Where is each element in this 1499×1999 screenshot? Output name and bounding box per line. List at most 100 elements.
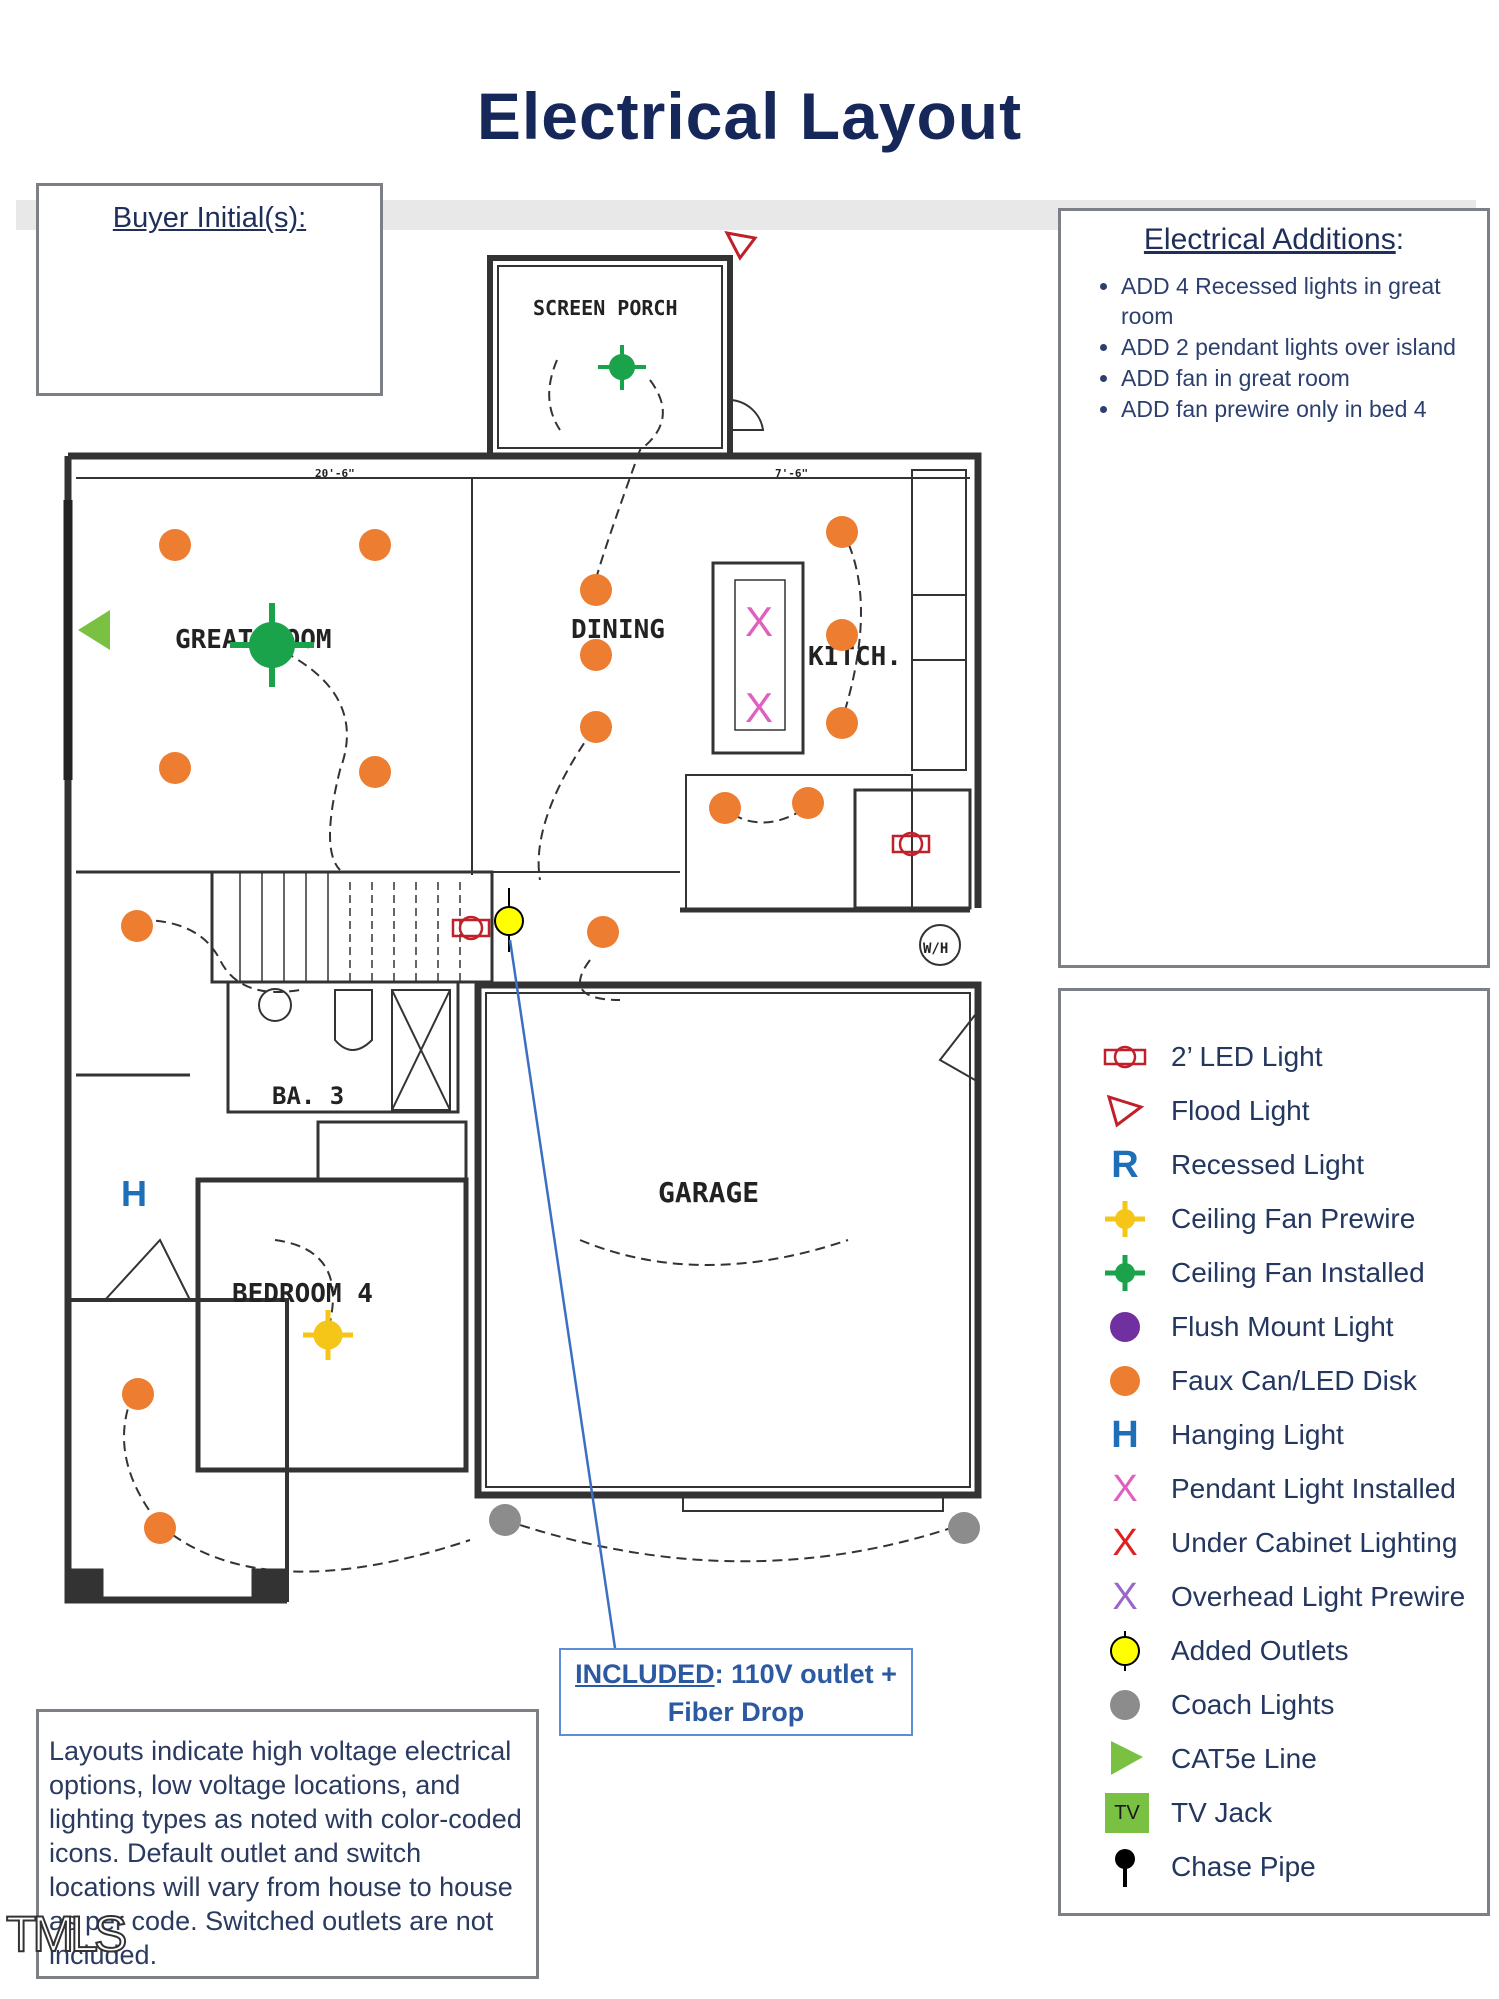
electrical-additions-title: Electrical Additions: [1143, 223, 1396, 256]
legend-label: Under Cabinet Lighting: [1171, 1527, 1458, 1558]
ceiling-fan-installed-icon: [230, 603, 314, 687]
faux-can-icon: [792, 787, 824, 819]
legend-item-added-outlets: Added Outlets: [1061, 1631, 1487, 1671]
led-light-icon: [1103, 1045, 1147, 1069]
room-label-bath: BA. 3: [272, 1082, 344, 1110]
cat5e-line-icon: [1111, 1741, 1143, 1775]
hanging-light-icon: H: [1111, 1414, 1139, 1456]
legend-item-recessed-light: R Recessed Light: [1061, 1145, 1487, 1185]
led-light-icon: [451, 915, 491, 941]
led-light-icon: [891, 831, 931, 857]
legend-item-coach-lights: Coach Lights: [1061, 1685, 1487, 1725]
legend-label: Coach Lights: [1171, 1689, 1335, 1720]
legend-label: Added Outlets: [1171, 1635, 1349, 1666]
legend-item-overhead-prewire: X Overhead Light Prewire: [1061, 1577, 1487, 1617]
legend-label: CAT5e Line: [1171, 1743, 1317, 1774]
legend-item-pendant-light: X Pendant Light Installed: [1061, 1469, 1487, 1509]
hanging-light-icon: H: [121, 1173, 147, 1214]
faux-can-led-disk-icon: [1110, 1366, 1140, 1396]
layout-note-text: Layouts indicate high voltage electrical…: [49, 1736, 522, 1970]
cat5e-line-icon: [78, 610, 110, 650]
room-label-wh: W/H: [923, 941, 948, 957]
list-item: ADD fan prewire only in bed 4: [1121, 394, 1487, 424]
chase-pipe-icon: [1115, 1849, 1135, 1887]
legend-label: Hanging Light: [1171, 1419, 1344, 1450]
legend-label: Ceiling Fan Prewire: [1171, 1203, 1416, 1234]
legend-item-flush-mount-light: Flush Mount Light: [1061, 1307, 1487, 1347]
page-title: Electrical Layout: [476, 79, 1023, 153]
room-label-bedroom: BEDROOM 4: [232, 1279, 373, 1309]
buyer-initials-box: Buyer Initial(s):: [36, 183, 383, 396]
added-outlet-icon: [494, 888, 524, 952]
electrical-additions-colon: :: [1395, 223, 1405, 256]
faux-can-icon: [580, 639, 612, 671]
list-item: ADD 4 Recessed lights in great room: [1121, 271, 1487, 331]
legend-label: 2’ LED Light: [1171, 1041, 1323, 1072]
faux-can-icon: [826, 707, 858, 739]
faux-can-icon: [580, 574, 612, 606]
legend-item-flood-light: Flood Light: [1061, 1091, 1487, 1131]
legend-label: Chase Pipe: [1171, 1851, 1316, 1882]
legend-label: Faux Can/LED Disk: [1171, 1365, 1417, 1396]
legend-label: Flood Light: [1171, 1095, 1310, 1126]
ceiling-fan-prewire-icon: [1105, 1201, 1145, 1237]
legend-label: TV Jack: [1171, 1797, 1273, 1828]
electrical-additions-heading: Electrical Additions:: [1061, 223, 1487, 257]
faux-can-markers: [121, 516, 858, 1544]
tv-jack-icon: TV: [1105, 1793, 1149, 1833]
legend-item-cat5e: CAT5e Line: [1061, 1739, 1487, 1779]
legend-item-tv-jack: TV TV Jack: [1061, 1793, 1487, 1833]
dimension-top-left: 20'-6": [315, 467, 355, 480]
faux-can-icon: [709, 792, 741, 824]
legend-item-ceiling-fan-installed: Ceiling Fan Installed: [1061, 1253, 1487, 1293]
room-label-kitchen: KITCH.: [808, 642, 902, 672]
room-label-screen-porch: SCREEN PORCH: [533, 296, 678, 320]
legend-label: Recessed Light: [1171, 1149, 1365, 1180]
legend-item-under-cabinet: X Under Cabinet Lighting: [1061, 1523, 1487, 1563]
flush-mount-light-icon: [1110, 1312, 1140, 1342]
legend-panel: 2’ LED Light Flood Light R Recessed Ligh…: [1058, 988, 1490, 1916]
legend-item-led-light: 2’ LED Light: [1061, 1037, 1487, 1077]
included-pointer-line: [508, 939, 617, 1649]
faux-can-icon: [122, 1378, 154, 1410]
coach-lights-icon: [1110, 1690, 1140, 1720]
ceiling-fan-prewire-icon: [303, 1310, 353, 1360]
faux-can-icon: [159, 529, 191, 561]
list-item: ADD fan in great room: [1121, 363, 1487, 393]
legend-label: Pendant Light Installed: [1171, 1473, 1456, 1504]
mls-watermark: TMLS: [5, 1905, 128, 1963]
room-label-dining: DINING: [571, 615, 665, 645]
recessed-light-icon: R: [1111, 1144, 1139, 1186]
layout-note-box: Layouts indicate high voltage electrical…: [36, 1709, 539, 1979]
list-item: ADD 2 pendant lights over island: [1121, 332, 1487, 362]
faux-can-icon: [826, 619, 858, 651]
faux-can-icon: [587, 916, 619, 948]
legend-item-ceiling-fan-prewire: Ceiling Fan Prewire: [1061, 1199, 1487, 1239]
coach-light-icon: [489, 1504, 521, 1536]
included-callout: INCLUDED: 110V outlet + Fiber Drop: [559, 1648, 913, 1736]
pendant-light-icon: X: [745, 684, 773, 731]
ceiling-fan-installed-icon: [1105, 1255, 1145, 1291]
legend-item-chase-pipe: Chase Pipe: [1061, 1847, 1487, 1887]
under-cabinet-lighting-icon: X: [1112, 1522, 1138, 1564]
dimension-top-right: 7'-6": [775, 467, 808, 480]
buyer-initials-heading: Buyer Initial(s):: [112, 202, 307, 234]
faux-can-icon: [159, 752, 191, 784]
flood-light-icon: [724, 230, 758, 261]
flood-light-icon: [1106, 1094, 1145, 1128]
faux-can-icon: [826, 516, 858, 548]
pendant-light-icon: X: [745, 598, 773, 645]
faux-can-icon: [580, 711, 612, 743]
faux-can-icon: [359, 529, 391, 561]
coach-light-icon: [948, 1512, 980, 1544]
pendant-light-icon: X: [1112, 1468, 1138, 1510]
faux-can-icon: [144, 1512, 176, 1544]
legend-item-faux-can: Faux Can/LED Disk: [1061, 1361, 1487, 1401]
legend-item-hanging-light: H Hanging Light: [1061, 1415, 1487, 1455]
electrical-additions-panel: Electrical Additions: ADD 4 Recessed lig…: [1058, 208, 1490, 968]
included-text: : 110V outlet + Fiber Drop: [667, 1659, 897, 1727]
room-label-garage: GARAGE: [658, 1176, 759, 1209]
ceiling-fan-installed-icon: [598, 345, 646, 390]
added-outlets-icon: [1110, 1631, 1140, 1671]
